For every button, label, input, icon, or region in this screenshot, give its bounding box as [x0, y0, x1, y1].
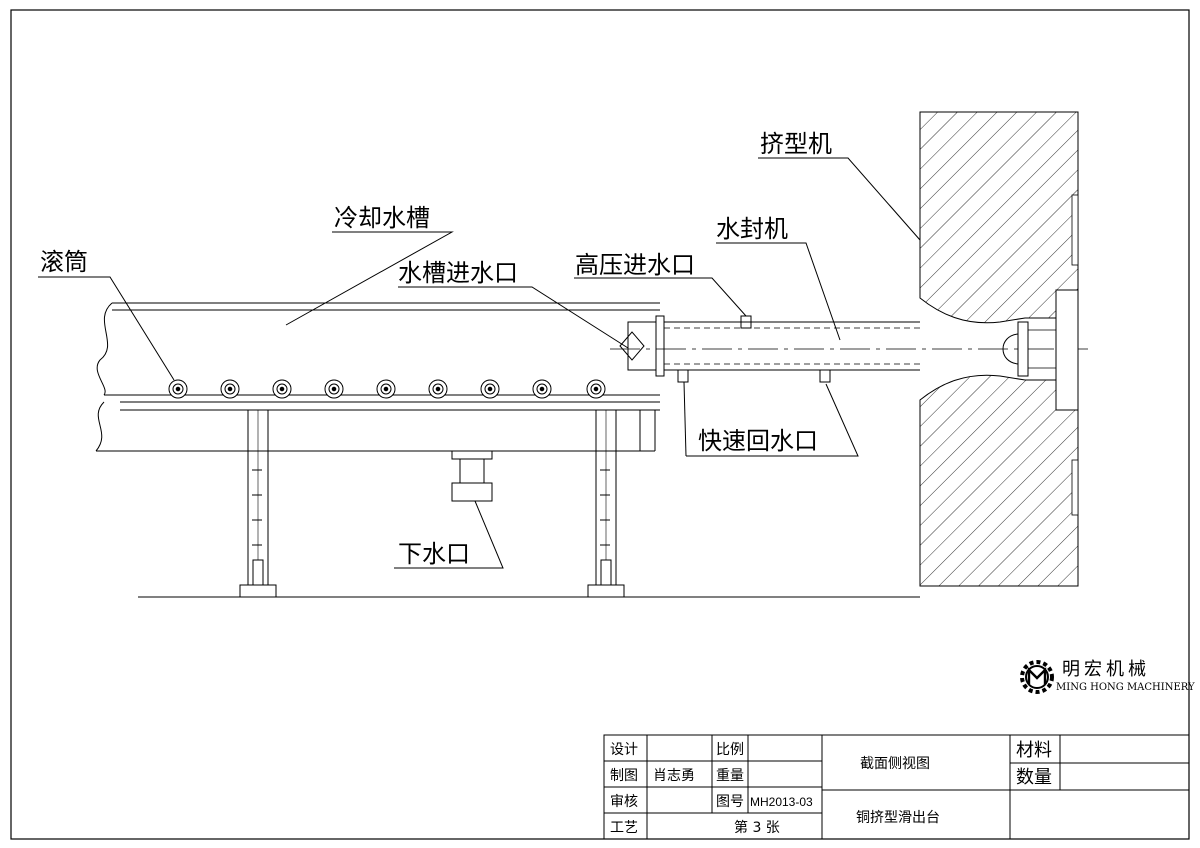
label-drain: 下水口 [398, 540, 470, 568]
company-logo: 明宏机械 MING HONG MACHINERY [1020, 659, 1195, 694]
roller [532, 379, 552, 399]
tb-weight-label: 重量 [716, 768, 744, 784]
label-tank-inlet: 水槽进水口 [398, 259, 518, 287]
roller [376, 379, 396, 399]
drain-outlet [451, 450, 493, 502]
extruder-body [919, 111, 1079, 587]
roller-row [168, 379, 606, 399]
label-roller: 滚筒 [40, 248, 88, 276]
label-high-pressure-inlet: 高压进水口 [575, 251, 695, 279]
roller [586, 379, 606, 399]
tb-drawing-no-label: 图号 [716, 794, 744, 810]
tb-scale-label: 比例 [716, 742, 744, 758]
tb-material-label: 材料 [1016, 740, 1052, 761]
tb-review-label: 审核 [610, 794, 638, 810]
roller [480, 379, 500, 399]
tb-view-title: 截面侧视图 [860, 756, 930, 772]
label-cooling-tank: 冷却水槽 [334, 204, 430, 232]
roller [324, 379, 344, 399]
cooling-tank [95, 302, 660, 452]
label-quick-return: 快速回水口 [698, 427, 818, 455]
roller [272, 379, 292, 399]
logo-cn: 明宏机械 [1062, 659, 1150, 680]
tb-product-name: 铜挤型滑出台 [856, 809, 940, 826]
label-extruder: 挤型机 [760, 130, 832, 158]
tb-design-label: 设计 [610, 742, 638, 758]
tb-process-label: 工艺 [610, 820, 638, 836]
gear-logo-icon [1020, 660, 1054, 694]
roller [220, 379, 240, 399]
support-legs [239, 410, 625, 598]
logo-en: MING HONG MACHINERY [1056, 682, 1195, 693]
drawing-border [10, 9, 1190, 840]
roller [168, 379, 188, 399]
tb-drawer-name: 肖志勇 [653, 768, 695, 784]
label-water-seal: 水封机 [716, 215, 788, 243]
tb-sheet: 第 3 张 [734, 819, 780, 836]
tb-drawing-no: MH2013-03 [750, 795, 813, 809]
roller [428, 379, 448, 399]
leader-lines [38, 157, 921, 569]
tb-drawing-label: 制图 [610, 768, 638, 784]
water-seal-tube [619, 315, 920, 383]
title-block [603, 734, 1190, 840]
tb-quantity-label: 数量 [1016, 767, 1052, 788]
